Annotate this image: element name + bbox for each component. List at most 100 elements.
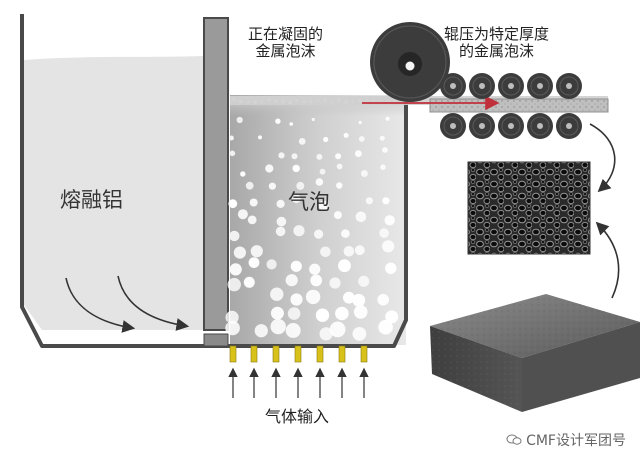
bubble xyxy=(355,150,362,158)
roller xyxy=(527,113,553,139)
roller xyxy=(498,113,524,139)
rolling-mill-rollers xyxy=(440,73,582,139)
bubble xyxy=(378,319,393,335)
flow-arrow xyxy=(65,277,136,333)
bubble xyxy=(270,306,284,320)
divider-gap-block xyxy=(203,333,229,347)
watermark-text: CMF设计军团号 xyxy=(526,433,626,449)
roller xyxy=(556,113,582,139)
bubble xyxy=(290,293,303,306)
gas-nozzle xyxy=(315,345,325,398)
bubble xyxy=(358,136,365,142)
bubble xyxy=(270,287,284,301)
roller xyxy=(556,73,582,99)
bubble xyxy=(291,153,298,160)
roller xyxy=(527,73,553,99)
bubble xyxy=(278,152,285,159)
bubble xyxy=(275,226,286,237)
bubble xyxy=(315,308,330,322)
bubble xyxy=(385,310,399,324)
bubble xyxy=(323,136,329,143)
roller xyxy=(469,73,495,99)
gas-bubbles xyxy=(225,116,399,341)
bubble xyxy=(343,246,355,257)
roller xyxy=(440,73,466,99)
bubble xyxy=(358,120,362,125)
bubble xyxy=(336,182,343,189)
bubble xyxy=(237,209,248,220)
molten-aluminum-label: 熔融铝 xyxy=(60,188,123,212)
bubble xyxy=(265,164,274,173)
bubble xyxy=(266,259,277,270)
bubble xyxy=(258,135,262,140)
bubble xyxy=(270,318,286,335)
bubble xyxy=(360,170,368,177)
bubble xyxy=(240,171,246,177)
bubble xyxy=(228,199,238,209)
bubble xyxy=(268,182,276,190)
bubble xyxy=(382,240,395,253)
molten-aluminum-region xyxy=(24,56,204,330)
bubble xyxy=(379,228,389,238)
bubble xyxy=(335,306,349,321)
bubble xyxy=(353,305,368,319)
chat-bubble-icon xyxy=(506,434,522,445)
bubble xyxy=(343,132,349,138)
bubble xyxy=(276,199,285,208)
foam-micrograph xyxy=(467,161,591,255)
bubble xyxy=(245,181,254,190)
bubble xyxy=(285,274,298,287)
bubble xyxy=(352,293,366,307)
gas-nozzle xyxy=(228,345,238,398)
bubble xyxy=(309,263,321,275)
bubble xyxy=(243,276,255,288)
gas-nozzle xyxy=(271,345,281,398)
bubble xyxy=(355,211,367,223)
bubble xyxy=(293,225,305,237)
bubble xyxy=(385,116,390,121)
bubble xyxy=(248,257,260,268)
bubble xyxy=(379,135,385,141)
bubble xyxy=(333,211,342,220)
bubble xyxy=(358,275,370,287)
bubble xyxy=(377,293,390,306)
bubble xyxy=(228,135,234,141)
take-up-roller xyxy=(370,22,450,102)
bubble xyxy=(254,324,268,338)
bubble xyxy=(341,229,350,238)
bubble xyxy=(292,164,300,173)
bubble xyxy=(354,245,365,256)
bubble xyxy=(343,291,355,304)
rolled-foam-label: 辊压为特定厚度 的金属泡沫 xyxy=(444,25,550,61)
bubble xyxy=(276,216,287,227)
bubble xyxy=(229,230,240,242)
bubble xyxy=(380,164,386,170)
bubble xyxy=(305,289,321,305)
bubble xyxy=(225,310,239,324)
solidifying-foam-label: 正在凝固的 金属泡沫 xyxy=(248,25,324,61)
bubble xyxy=(336,163,343,170)
bubble xyxy=(285,323,301,338)
gas-nozzle xyxy=(359,345,369,398)
gas-nozzle xyxy=(293,345,303,398)
bubble xyxy=(250,245,263,258)
bubble xyxy=(365,197,373,205)
bubble xyxy=(229,263,242,276)
bubble xyxy=(335,153,342,160)
bubble xyxy=(247,215,257,225)
bubble xyxy=(315,178,324,186)
bubbles-label: 气泡 xyxy=(288,190,330,214)
foam-block-product xyxy=(430,294,640,412)
bubble xyxy=(233,246,246,259)
bubble xyxy=(382,197,390,205)
gas-nozzle xyxy=(337,345,347,398)
bubble xyxy=(236,116,243,124)
bubble xyxy=(329,321,346,338)
watermark: CMF设计军团号 xyxy=(506,430,626,450)
bubble xyxy=(249,198,258,207)
roller xyxy=(498,73,524,99)
roller xyxy=(440,113,466,139)
bubble xyxy=(319,168,326,175)
bubble xyxy=(385,262,397,274)
